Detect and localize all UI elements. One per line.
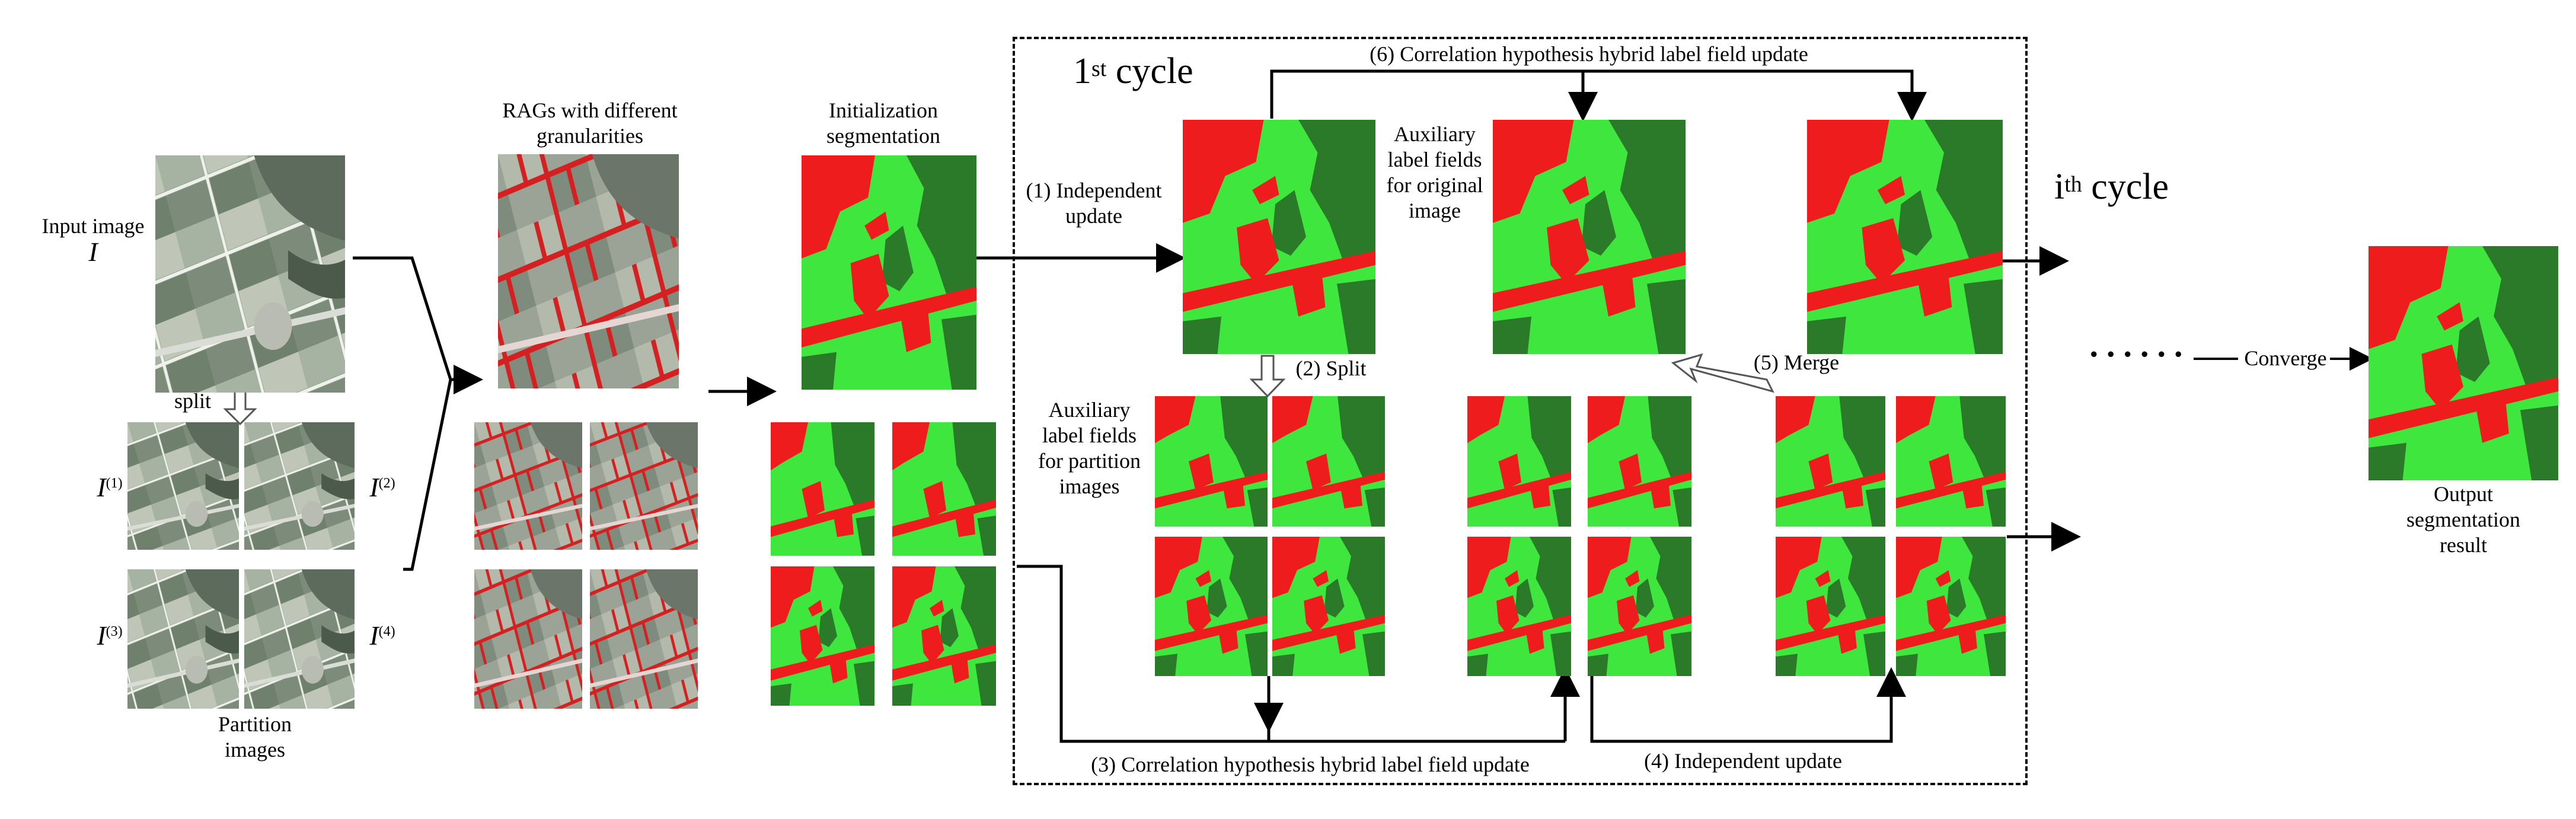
output-label: Output segmentation result [2406, 482, 2520, 557]
step5-label: (5) Merge [1753, 350, 1840, 374]
partition-var-3-sup: (3) [106, 624, 123, 639]
cycle-seg-top-3 [1807, 120, 2003, 354]
cycle-seg-top-1 [1183, 120, 1375, 354]
first-cycle-sup: st [1091, 56, 1107, 81]
partition-images-label: Partition images [218, 712, 292, 761]
init-seg-part-1 [771, 422, 874, 556]
aux-part-a-4 [1272, 537, 1385, 676]
rag-label: RAGs with different granularities [502, 98, 678, 148]
partition-image-4 [244, 569, 355, 709]
aux-original-label: Auxiliary label fields for original imag… [1386, 122, 1483, 222]
rag-full-image [498, 154, 679, 388]
init-seg-full [802, 155, 976, 390]
step6-path-left [1270, 69, 1598, 122]
partition-var-4: I(4) [362, 620, 403, 651]
aux-part-c-3 [1776, 537, 1885, 676]
input-image-text: Input image [42, 214, 145, 238]
step4-label: (4) Independent update [1644, 749, 1842, 773]
rag-partition-2 [590, 422, 698, 550]
rag-partition-1 [474, 422, 582, 550]
first-cycle-word: cycle [1106, 51, 1193, 91]
step2-hollow-arrow [1249, 355, 1286, 398]
aux-part-b-3 [1467, 537, 1571, 676]
aux-part-a-2 [1272, 396, 1385, 527]
output-seg-image [2368, 246, 2558, 480]
init-seg-part-2 [892, 422, 996, 556]
aux-part-c-1 [1776, 396, 1885, 527]
first-cycle-box [1013, 37, 2028, 785]
partition-var-3: I(3) [92, 620, 127, 651]
partition-var-1-sup: (1) [106, 476, 123, 491]
rag-partition-4 [590, 569, 698, 709]
aux-part-a-1 [1155, 396, 1268, 527]
partition-var-1-base: I [97, 472, 106, 502]
step3-left-path [1017, 565, 1271, 743]
init-seg-part-3 [771, 566, 874, 706]
partition-image-1 [127, 422, 239, 550]
input-var-symbol: I [88, 237, 98, 267]
merge-hollow-arrow [1671, 353, 1774, 393]
partition-var-2: I(2) [362, 472, 403, 502]
input-image-tile [155, 155, 345, 393]
first-cycle-label: 1st cycle [1073, 50, 1251, 92]
aux-partition-label: Auxiliary label fields for partition ima… [1038, 398, 1141, 498]
init-seg-label: Initialization segmentation [826, 98, 940, 148]
aux-part-a-3 [1155, 537, 1268, 676]
step3-label: (3) Correlation hypothesis hybrid label … [1091, 753, 1530, 776]
step4-path [1590, 667, 1906, 743]
input-to-rag-connector [353, 256, 452, 380]
ellipsis-dots: ...... [2089, 326, 2191, 364]
partition-var-2-sup: (2) [378, 476, 395, 491]
aux-part-b-1 [1467, 396, 1571, 527]
step6-path-right [1583, 69, 1927, 122]
partition-image-3 [127, 569, 239, 709]
ith-cycle-sup: th [2064, 172, 2082, 197]
partition-to-rag-connector [403, 379, 452, 571]
converge-label: Converge [2244, 346, 2327, 370]
aux-part-c-2 [1896, 396, 2006, 527]
split-label: split [174, 389, 211, 413]
step6-label: (6) Correlation hypothesis hybrid label … [1370, 42, 1808, 66]
aux-part-b-4 [1588, 537, 1691, 676]
first-cycle-base: 1 [1073, 51, 1091, 91]
step1-label: (1) Independent update [1026, 179, 1162, 228]
partition-var-1: I(1) [92, 472, 127, 502]
partition-var-3-base: I [97, 620, 106, 651]
rag-partition-3 [474, 569, 582, 709]
partition-var-4-base: I [369, 620, 379, 651]
init-seg-part-4 [892, 566, 996, 706]
step2-label: (2) Split [1295, 356, 1367, 380]
partition-var-4-sup: (4) [378, 624, 395, 639]
aux-part-c-4 [1896, 537, 2006, 676]
ith-cycle-label: ith cycle [2054, 166, 2232, 208]
aux-part-b-2 [1588, 396, 1691, 527]
aux-original-seg [1493, 120, 1686, 354]
ith-cycle-base: i [2054, 167, 2065, 207]
input-image-label: Input image I [31, 213, 155, 267]
ith-cycle-word: cycle [2082, 167, 2169, 207]
partition-image-2 [244, 422, 355, 550]
partition-var-2-base: I [369, 472, 379, 502]
